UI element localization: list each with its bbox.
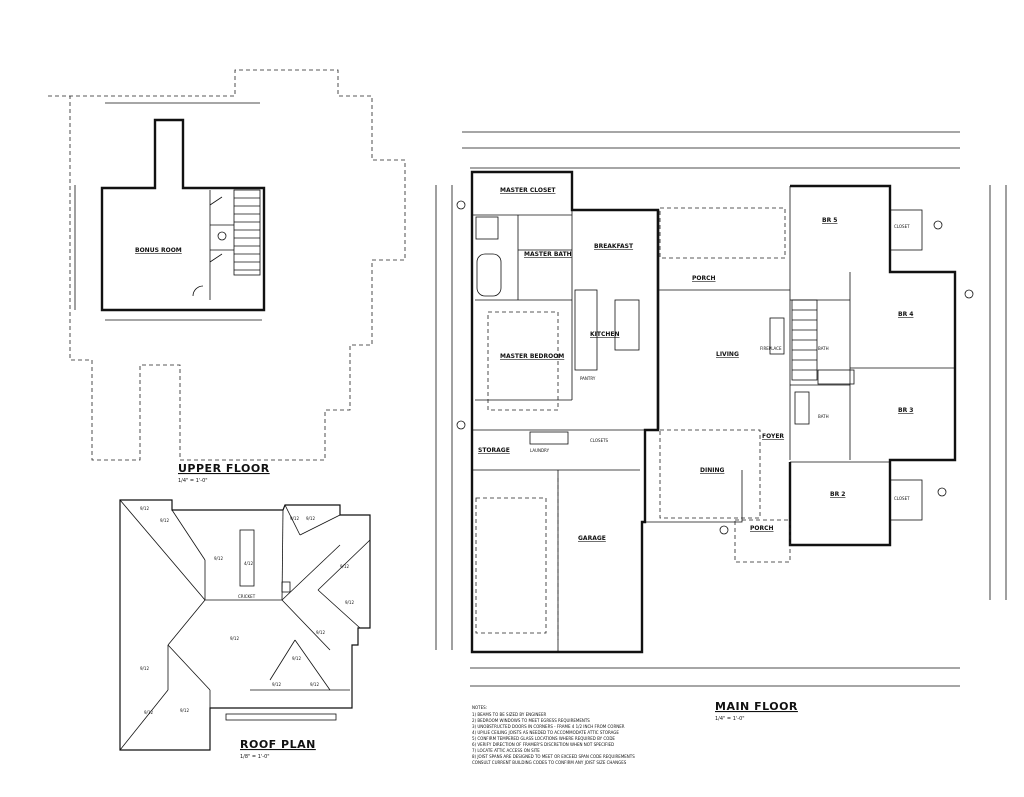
upper-floor-walls [100,118,266,312]
upper-closet-walls [209,190,234,300]
rear-porch-outline [659,207,786,259]
note-line: 6) VERIFY DIRECTION OF FRAMER'S DISCRETI… [472,742,614,747]
roof-pitch-label: 9/12 [230,636,239,641]
right-wing-interior-walls [658,186,955,463]
note-line: 8) JOIST SPANS ARE DESIGNED TO MEET OR E… [472,754,635,759]
chimney-icon [281,581,291,593]
room-label-front-porch: PORCH [750,525,774,532]
closet-br2-outline [889,479,923,521]
roof-pitch-label: 4/12 [244,561,253,566]
water-heater-icon [217,231,227,241]
garage-bay-left [475,497,547,634]
shower-icon [475,216,499,240]
main-right-wing-walls [788,184,957,547]
roof-pitch-label: 9/12 [214,556,223,561]
roof-pitch-label: 9/12 [272,682,281,687]
tub-upper-bath [817,369,855,385]
fireplace-icon [769,317,785,355]
roof-pitch-label: 9/12 [345,600,354,605]
note-line: 5) CONFIRM TEMPERED GLASS LOCATIONS WHER… [472,736,615,741]
note-line: 1) BEAMS TO BE SIZED BY ENGINEER [472,712,546,717]
roof-plan: CRICKET 9/12 9/12 9/12 4/12 9/12 9/12 9/… [119,499,371,760]
roof-flat-section [239,529,255,587]
note-line: 4) UP/LIE CEILING JOISTS AS NEEDED TO AC… [472,730,619,735]
room-label-kitchen: KITCHEN [590,331,620,338]
roof-pitch-label: 9/12 [180,708,189,713]
room-label-dining: DINING [700,467,724,474]
main-floor-plan: MASTER CLOSET MASTER BATH BREAKFAST KITC… [435,131,1007,722]
upper-floor-title: UPPER FLOOR [178,462,270,475]
upper-floor-plan: BONUS ROOM UPPER FLOOR 1/4" = 1'-0" [48,69,406,484]
room-label-closet-br2: CLOSET [894,496,910,501]
stair-outline [233,189,261,276]
room-label-bath-lower: BATH [818,414,829,419]
stair-treads [234,197,260,271]
room-label-closets: CLOSETS [590,438,609,443]
roof-pitch-label: 9/12 [306,516,315,521]
note-line: CONSULT CURRENT BUILDING CODES TO CONFIR… [472,760,627,765]
room-label-bonus-room: BONUS ROOM [135,247,182,254]
main-floor-scale: 1/4" = 1'-0" [715,716,745,722]
room-label-master-bath: MASTER BATH [524,251,572,258]
room-label-master-closet: MASTER CLOSET [500,187,556,194]
roof-pitch-label: 9/12 [292,656,301,661]
roof-area-note-box [225,713,337,721]
upper-floor-scale: 1/4" = 1'-0" [178,478,208,484]
main-stair-treads [792,309,817,371]
grid-markers [456,200,974,535]
closet-br5-outline [889,209,923,251]
notes-heading: NOTES: [472,705,487,710]
room-label-closet-br5: CLOSET [894,224,910,229]
roof-pitch-label: 9/12 [316,630,325,635]
room-label-laundry: LAUNDRY [530,448,550,453]
room-label-rear-porch: PORCH [692,275,716,282]
room-label-storage: STORAGE [478,447,510,454]
note-line: 7) LOCATE ATTIC ACCESS ON SITE [472,748,540,753]
room-label-living: LIVING [716,351,739,358]
note-line: 2) BEDROOM WINDOWS TO MEET EGRESS REQUIR… [472,718,590,723]
roof-plan-title: ROOF PLAN [240,738,316,751]
tub-lower-bath [794,391,810,425]
room-label-br2: BR 2 [830,491,845,498]
room-label-bath-upper: BATH [818,346,829,351]
room-label-br3: BR 3 [898,407,913,414]
master-bedroom-tray-ceiling [487,311,559,411]
room-label-br4: BR 4 [898,311,913,318]
bathtub-icon [476,253,502,297]
general-notes: NOTES: 1) BEAMS TO BE SIZED BY ENGINEER … [472,705,635,765]
door-swings [192,196,223,297]
room-label-foyer: FOYER [762,433,784,440]
roof-ridges-hips [119,499,371,751]
left-wing-interior-walls [472,210,658,652]
roof-pitch-label: 9/12 [140,506,149,511]
kitchen-island [614,299,640,351]
cricket-label: CRICKET [238,594,256,599]
roof-pitch-label: 9/12 [290,516,299,521]
laundry-appliances [529,431,569,445]
roof-plan-scale: 1/8" = 1'-0" [240,754,270,760]
roof-pitch-label: 9/12 [140,666,149,671]
kitchen-counter [574,289,598,371]
room-label-fireplace: FIREPLACE [760,346,782,351]
room-label-breakfast: BREAKFAST [594,243,634,250]
dining-outline [645,470,743,523]
main-floor-dimension-lines [435,131,1007,687]
roof-pitch-label: 9/12 [310,682,319,687]
room-label-pantry: PANTRY [580,376,596,381]
room-label-br5: BR 5 [822,217,837,224]
note-line: 3) UNOBSTRUCTED DOORS IN CORNERS - FRAME… [472,724,625,729]
dining-ceiling [659,429,761,519]
room-label-master-bedroom: MASTER BEDROOM [500,353,564,360]
roof-pitch-label: 9/12 [340,564,349,569]
roof-pitch-label: 9/12 [144,710,153,715]
roof-outline [119,499,371,751]
room-label-garage: GARAGE [578,535,606,542]
main-floor-title: MAIN FLOOR [715,700,798,713]
roof-pitch-label: 9/12 [160,518,169,523]
